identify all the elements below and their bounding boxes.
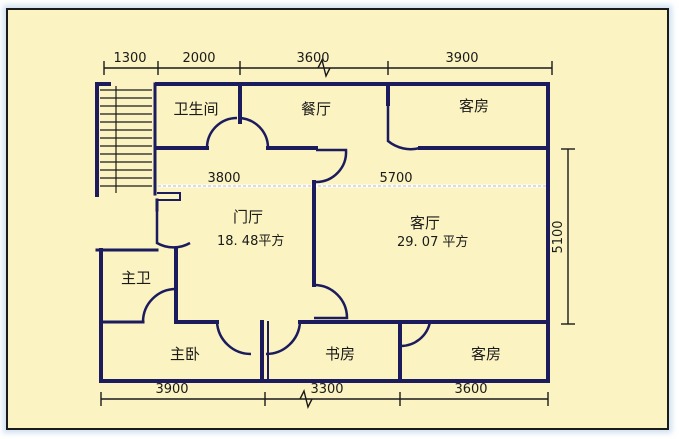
room-living: 客厅 (410, 214, 440, 232)
dim-inner-2: 5700 (379, 171, 412, 186)
room-bathroom: 卫生间 (173, 100, 218, 118)
dim-top-1: 1300 (113, 51, 146, 66)
dim-bottom-3: 3600 (454, 382, 487, 397)
dim-top-4: 3900 (445, 51, 478, 66)
dim-top-3: 3600 (296, 51, 329, 66)
room-guest-bottom: 客房 (471, 345, 501, 363)
room-guest-top: 客房 (459, 97, 489, 115)
room-master-bed: 主卧 (170, 345, 200, 363)
foyer-area-value: 18. 48 (217, 234, 258, 249)
dim-bottom-1: 3900 (155, 382, 188, 397)
foyer-area: 18. 48平方 (217, 233, 284, 249)
staircase (100, 86, 152, 193)
living-area-value: 29. 07 (397, 235, 438, 250)
dimension-labels: 1300 2000 3600 3900 3800 5700 3900 3300 … (113, 51, 566, 397)
dim-bottom-2: 3300 (310, 382, 343, 397)
living-area: 29. 07 平方 (397, 234, 468, 250)
living-area-unit: 平方 (442, 234, 468, 250)
room-dining: 餐厅 (301, 100, 331, 118)
dim-inner-1: 3800 (207, 171, 240, 186)
dim-right: 5100 (551, 220, 566, 253)
walls (95, 82, 550, 383)
dim-top-2: 2000 (182, 51, 215, 66)
picture-frame (6, 8, 669, 430)
foyer-area-unit: 平方 (258, 233, 284, 249)
room-master-bath: 主卫 (121, 269, 151, 287)
room-foyer: 门厅 (233, 208, 263, 226)
room-study: 书房 (325, 345, 355, 363)
plan-background (8, 10, 667, 428)
dimension-lines (100, 57, 575, 410)
doors (141, 104, 432, 356)
